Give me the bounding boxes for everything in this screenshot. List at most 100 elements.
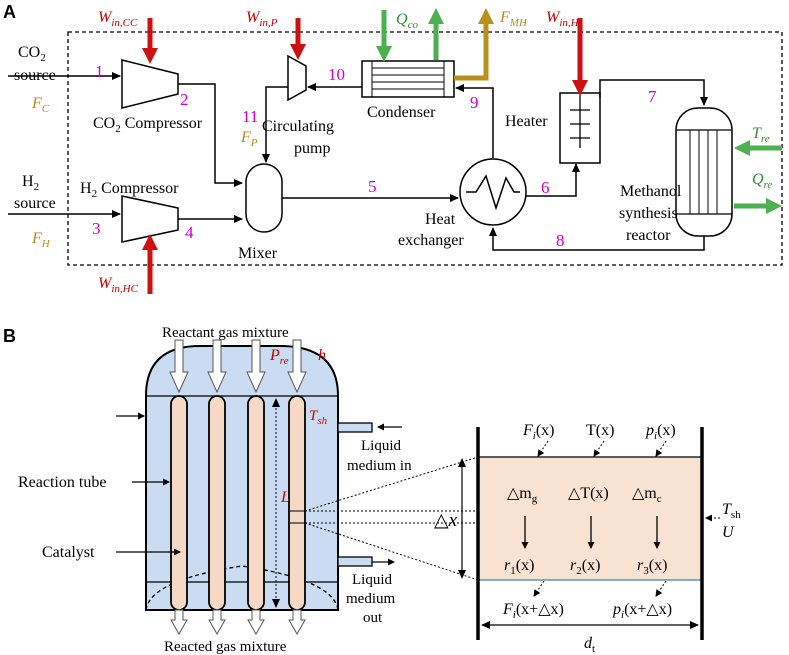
q-co-in-arrowhead bbox=[376, 46, 392, 62]
heater bbox=[559, 92, 601, 164]
h2-source: H2 source FH bbox=[14, 173, 56, 250]
w-cc-label: Win,CC bbox=[98, 9, 138, 29]
stream-num-7: 7 bbox=[648, 87, 657, 106]
stream-8-line bbox=[489, 227, 705, 251]
reaction-tube-label: Reaction tube bbox=[18, 474, 106, 491]
liquid-out-pipe bbox=[337, 556, 373, 567]
w-hc-arrowhead bbox=[142, 234, 158, 250]
pi-xdx-arrow bbox=[655, 580, 667, 597]
r1-label: r1(x) bbox=[504, 557, 534, 577]
methanol-reactor bbox=[675, 107, 733, 237]
stream-9-line bbox=[455, 84, 494, 158]
t-sh-element-label: Tsh bbox=[722, 501, 741, 521]
stream-11-line bbox=[262, 86, 288, 163]
system-boundary bbox=[67, 31, 783, 266]
heat-exchanger bbox=[459, 158, 527, 226]
dt-arrow-left bbox=[481, 621, 490, 629]
control-volume bbox=[476, 427, 704, 640]
stream-num-3: 3 bbox=[92, 219, 101, 238]
fi-x-arrow bbox=[537, 440, 549, 457]
circulating-pump-label-2: pump bbox=[294, 140, 330, 157]
stream-num-2: 2 bbox=[180, 90, 189, 109]
t-x-arrow bbox=[593, 440, 605, 457]
h-label: h bbox=[318, 347, 326, 364]
f-p-label: FP bbox=[240, 129, 258, 149]
dx-label: △x bbox=[434, 510, 458, 531]
fi-xdx-label: Fi(x+△x) bbox=[502, 601, 564, 621]
liquid-out-label-2: medium bbox=[346, 591, 395, 607]
l-arrow-top bbox=[272, 398, 280, 407]
q-co-label: Qco bbox=[396, 11, 418, 31]
pi-x-arrow bbox=[655, 440, 667, 457]
stream-2-line bbox=[178, 83, 243, 187]
t-x-label: T(x) bbox=[586, 422, 614, 439]
svg-text:FH: FH bbox=[31, 230, 51, 250]
f-mh-arrowhead bbox=[478, 8, 494, 24]
reactant-gas-label: Reactant gas mixture bbox=[162, 325, 289, 341]
hx-label-2: exchanger bbox=[398, 232, 464, 249]
reaction-tubes bbox=[170, 395, 306, 611]
stream-6-line bbox=[526, 163, 580, 197]
liquid-out-label-3: out bbox=[363, 610, 383, 626]
hx-label-1: Heat bbox=[425, 211, 456, 228]
r3-label: r3(x) bbox=[637, 557, 667, 577]
fi-x-label: Fi(x) bbox=[522, 422, 555, 442]
condenser-label: Condenser bbox=[367, 104, 436, 121]
dm-c-label: △mc bbox=[632, 485, 662, 505]
reactor-label-3: reactor bbox=[626, 227, 671, 244]
panel-a-label: A bbox=[3, 2, 16, 22]
dt-arrow-right bbox=[690, 621, 699, 629]
svg-text:source: source bbox=[14, 195, 56, 212]
reactor-label-2: synthesis bbox=[619, 205, 678, 222]
stream-num-5: 5 bbox=[368, 177, 377, 196]
stream-num-8: 8 bbox=[556, 231, 565, 250]
f-mh-label: FMH bbox=[499, 9, 528, 29]
reacted-gas-label: Reacted gas mixture bbox=[164, 639, 287, 655]
dT-label: △T(x) bbox=[568, 485, 609, 502]
pi-xdx-label: pi(x+△x) bbox=[612, 601, 672, 621]
f-mh-arrow bbox=[454, 20, 489, 81]
stream-num-11: 11 bbox=[242, 107, 258, 126]
liquid-in-pipe bbox=[337, 422, 373, 433]
stream-7-line bbox=[599, 79, 708, 106]
dm-g-label: △mg bbox=[507, 485, 538, 505]
liquid-in-label-2: medium in bbox=[347, 458, 412, 474]
co2-compressor bbox=[121, 59, 179, 109]
product-outlet-arrows bbox=[170, 609, 306, 636]
svg-text:FC: FC bbox=[31, 95, 50, 115]
p-re-label: Pre bbox=[269, 347, 289, 367]
dx-arrow-bottom bbox=[458, 570, 466, 579]
h2-compressor bbox=[121, 195, 179, 243]
q-re-label: Qre bbox=[752, 171, 772, 191]
w-h-arrowhead bbox=[572, 80, 588, 96]
pi-x-label: pi(x) bbox=[645, 422, 676, 442]
co2-compressor-label: CO2 Compressor bbox=[93, 115, 203, 135]
co2-source: CO2 source FC bbox=[14, 44, 56, 115]
u-label: U bbox=[722, 524, 735, 541]
liquid-in-label-1: Liquid bbox=[361, 438, 401, 454]
circulating-pump-label-1: Circulating bbox=[262, 118, 334, 135]
w-p-label: Win,P bbox=[246, 9, 278, 29]
reactant-inlet-arrows bbox=[169, 339, 307, 394]
mixer-label: Mixer bbox=[238, 245, 278, 262]
w-cc-arrowhead bbox=[142, 48, 158, 64]
w-h-label: Win,H bbox=[546, 9, 580, 29]
dx-arrow-top bbox=[458, 458, 466, 467]
q-co-out-arrowhead bbox=[428, 8, 444, 24]
svg-text:CO2: CO2 bbox=[18, 44, 46, 64]
circulating-pump bbox=[287, 54, 307, 102]
w-hc-label: Win,HC bbox=[98, 275, 139, 295]
panel-b-label: B bbox=[3, 326, 16, 346]
fi-xdx-arrow bbox=[533, 580, 545, 597]
condenser bbox=[361, 60, 455, 98]
l-label: L bbox=[280, 489, 290, 506]
mixer bbox=[245, 163, 283, 233]
r2-label: r2(x) bbox=[570, 557, 600, 577]
liquid-out-label-1: Liquid bbox=[352, 572, 392, 588]
t-re-arrowhead bbox=[734, 140, 750, 156]
svg-text:H2: H2 bbox=[22, 173, 39, 193]
l-arrow-bottom bbox=[272, 599, 280, 608]
q-re-arrowhead bbox=[766, 198, 782, 214]
w-p-arrowhead bbox=[290, 44, 306, 60]
